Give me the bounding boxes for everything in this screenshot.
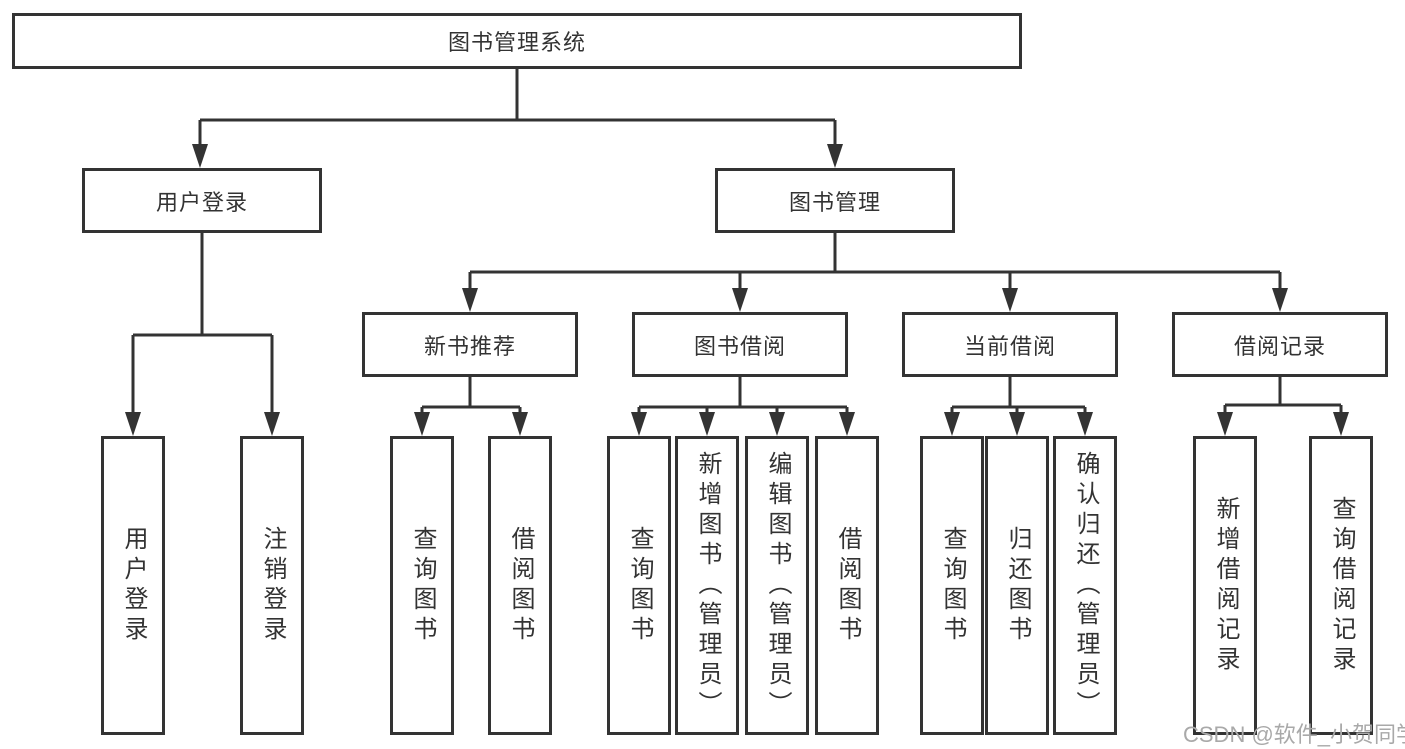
node-box-new-book-recommend: 新书推荐	[362, 312, 578, 377]
node-box-book-management: 图书管理	[715, 168, 955, 233]
node-box-current-borrow: 当前借阅	[902, 312, 1118, 377]
leaf-box-cb-confirm-return-admin: 确认归还（管理员）	[1053, 436, 1117, 735]
node-label: 当前借阅	[963, 333, 1056, 359]
node-label: 用户登录	[155, 189, 248, 215]
node-label: 确认归还（管理员）	[1072, 450, 1099, 721]
node-label: 新增借阅记录	[1212, 495, 1239, 676]
leaf-box-nbr-query-books: 查询图书	[390, 436, 454, 735]
node-label: 查询借阅记录	[1328, 495, 1355, 676]
node-box-system-root: 图书管理系统	[12, 13, 1022, 69]
node-box-borrow-records: 借阅记录	[1172, 312, 1388, 377]
leaf-box-logout: 注销登录	[240, 436, 304, 735]
leaf-box-bb-edit-books-admin: 编辑图书（管理员）	[745, 436, 809, 735]
node-label: 借阅图书	[834, 525, 861, 646]
node-label: 归还图书	[1004, 525, 1031, 646]
leaf-box-br-query-record: 查询借阅记录	[1309, 436, 1373, 735]
node-label: 图书借阅	[693, 333, 786, 359]
leaf-box-bb-add-books-admin: 新增图书（管理员）	[675, 436, 739, 735]
node-label: 借阅记录	[1233, 333, 1326, 359]
node-label: 借阅图书	[507, 525, 534, 646]
node-label: 查询图书	[939, 525, 966, 646]
node-label: 查询图书	[409, 525, 436, 646]
node-label: 查询图书	[626, 525, 653, 646]
leaf-box-nbr-borrow-books: 借阅图书	[488, 436, 552, 735]
node-label: 新增图书（管理员）	[694, 450, 721, 721]
leaf-box-cb-query-books: 查询图书	[920, 436, 984, 735]
leaf-box-cb-return-books: 归还图书	[985, 436, 1049, 735]
leaf-box-bb-query-books: 查询图书	[607, 436, 671, 735]
node-label: 新书推荐	[423, 333, 516, 359]
node-label: 注销登录	[259, 525, 286, 646]
leaf-box-user-login: 用户登录	[101, 436, 165, 735]
leaf-box-br-add-record: 新增借阅记录	[1193, 436, 1257, 735]
node-box-user-login: 用户登录	[82, 168, 322, 233]
csdn-watermark: CSDN @软件_小贺同学	[1183, 722, 1405, 747]
node-label: 图书管理	[788, 189, 881, 215]
node-label: 图书管理系统	[447, 30, 586, 55]
node-label: 编辑图书（管理员）	[764, 450, 791, 721]
node-box-book-borrow: 图书借阅	[632, 312, 848, 377]
node-label: 用户登录	[120, 525, 147, 646]
leaf-box-bb-borrow-books: 借阅图书	[815, 436, 879, 735]
